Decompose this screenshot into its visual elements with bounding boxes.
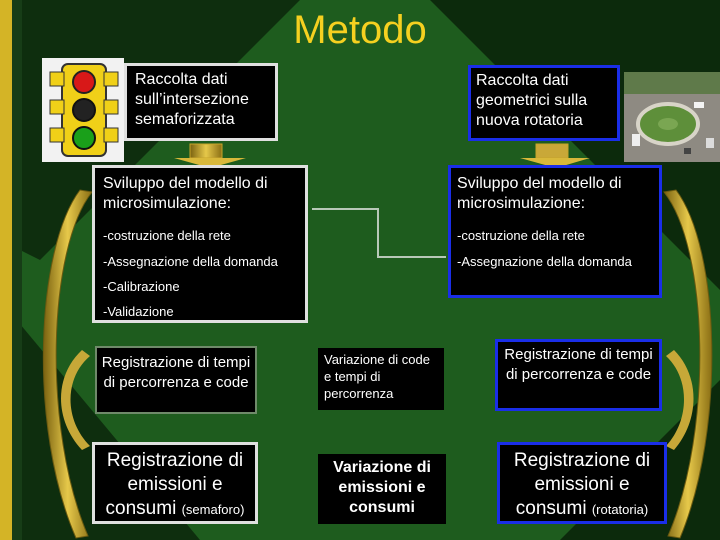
model-left-heading: Sviluppo del modello di microsimulazione… [103, 175, 268, 212]
model-left-item: -Validazione [103, 304, 174, 319]
emissions-right-box: Registrazione di emissioni e consumi (ro… [497, 442, 667, 524]
roundabout-data-box: Raccolta dati geometrici sulla nuova rot… [468, 65, 620, 141]
travel-time-left-box: Registrazione di tempi di percorrenza e … [95, 346, 257, 414]
model-left-item: -costruzione della rete [103, 228, 231, 243]
queue-variation-box: Variazione di code e tempi di percorrenz… [318, 348, 444, 410]
roundabout-photo-icon [624, 72, 720, 162]
travel-time-right-text: Registrazione di tempi di percorrenza e … [504, 346, 653, 383]
emissions-variation-text: Variazione di emissioni e consumi [333, 459, 431, 516]
down-arrow-icon [174, 143, 246, 168]
model-right-heading: Sviluppo del modello di microsimulazione… [457, 175, 622, 212]
model-right-item: -Assegnazione della domanda [457, 254, 632, 269]
model-left-item: -Calibrazione [103, 279, 180, 294]
model-right-item: -costruzione della rete [457, 228, 585, 243]
roundabout-data-text: Raccolta dati geometrici sulla nuova rot… [476, 72, 588, 129]
model-right-box: Sviluppo del modello di microsimulazione… [448, 165, 662, 298]
emissions-variation-box: Variazione di emissioni e consumi [318, 454, 446, 524]
travel-time-left-text: Registrazione di tempi di percorrenza e … [101, 354, 251, 391]
intersection-data-text: Raccolta dati sull’intersezione semafori… [135, 71, 249, 128]
travel-time-right-box: Registrazione di tempi di percorrenza e … [495, 339, 662, 411]
emissions-left-note: (semaforo) [181, 502, 245, 517]
intersection-data-box: Raccolta dati sull’intersezione semafori… [124, 63, 278, 141]
emissions-right-text: Registrazione di emissioni e consumi [513, 450, 651, 519]
page-title: Metodo [293, 8, 427, 52]
emissions-left-box: Registrazione di emissioni e consumi (se… [92, 442, 258, 524]
curved-arrow-icon [663, 189, 713, 539]
down-arrow-icon [520, 143, 590, 168]
traffic-light-icon [42, 58, 124, 162]
model-left-item: -Assegnazione della domanda [103, 254, 278, 269]
model-left-box: Sviluppo del modello di microsimulazione… [92, 165, 308, 323]
emissions-right-note: (rotatoria) [591, 502, 649, 517]
curved-arrow-icon [42, 189, 93, 539]
queue-variation-text: Variazione di code e tempi di percorrenz… [324, 352, 430, 401]
emissions-left-text: Registrazione di emissioni e consumi [105, 450, 244, 519]
connector-line [312, 208, 446, 258]
